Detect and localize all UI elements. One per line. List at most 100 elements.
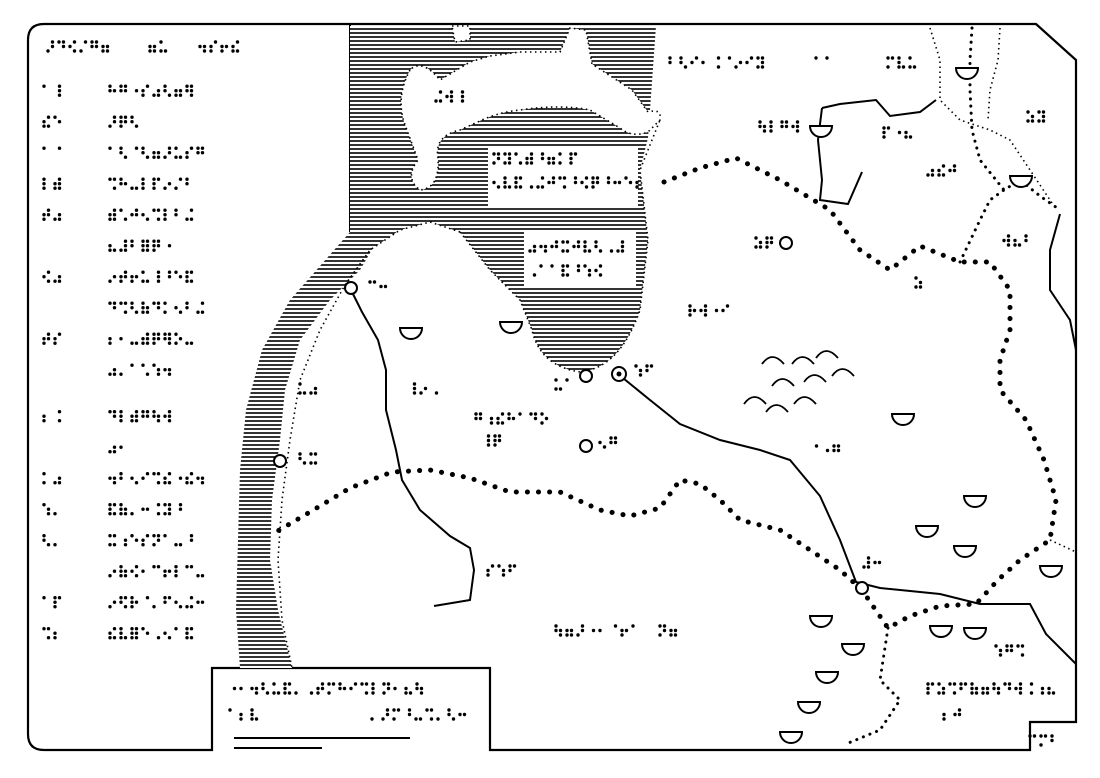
braille-dot xyxy=(152,248,156,252)
braille-dot xyxy=(174,270,178,274)
braille-dot xyxy=(156,279,161,283)
braille-dot xyxy=(532,244,537,249)
braille-dot xyxy=(167,151,172,155)
braille-dot xyxy=(152,239,156,243)
braille-dot xyxy=(231,49,235,53)
braille-dot xyxy=(163,534,167,538)
braille-dot xyxy=(994,644,998,648)
braille-dot xyxy=(886,126,891,130)
braille-dot xyxy=(185,306,189,310)
braille-dot xyxy=(957,712,962,717)
braille-dot xyxy=(163,89,167,93)
braille-dot xyxy=(134,627,139,631)
braille-dot xyxy=(57,186,62,190)
braille-dot xyxy=(762,124,767,129)
braille-dot xyxy=(174,146,178,150)
braille-dot xyxy=(156,368,161,372)
braille-dot xyxy=(447,708,451,712)
braille-dot xyxy=(152,155,156,159)
braille-dot xyxy=(492,180,496,185)
braille-dot xyxy=(609,440,613,445)
braille-dot xyxy=(1006,243,1011,247)
braille-dot xyxy=(42,84,46,88)
braille-dot xyxy=(145,84,150,88)
braille-dot xyxy=(327,691,331,695)
braille-dot xyxy=(1018,691,1023,695)
braille-dot xyxy=(130,414,134,418)
braille-dot xyxy=(196,600,200,604)
braille-dot xyxy=(937,168,941,173)
braille-dot xyxy=(832,444,836,448)
braille-dot xyxy=(156,538,161,542)
border-east-thin xyxy=(929,27,1077,553)
braille-dot xyxy=(512,564,517,568)
braille-dot xyxy=(189,565,194,569)
braille-dot xyxy=(72,49,77,53)
braille-dot xyxy=(756,65,760,69)
braille-dot xyxy=(540,421,544,425)
braille-dot xyxy=(123,636,128,640)
braille-dot xyxy=(580,624,585,628)
braille-dot xyxy=(57,40,61,44)
braille-dot xyxy=(882,126,886,130)
braille-dot xyxy=(57,217,62,221)
braille-dot xyxy=(795,129,800,133)
braille-dot xyxy=(112,89,117,93)
braille-dot xyxy=(42,124,46,128)
braille-dot xyxy=(1017,243,1022,247)
braille-dot xyxy=(569,161,573,165)
braille-dot xyxy=(518,176,523,180)
river-2 xyxy=(617,373,1077,665)
braille-dot xyxy=(108,301,112,305)
braille-dot xyxy=(309,452,313,456)
braille-dot xyxy=(814,56,818,60)
braille-dot xyxy=(554,628,558,633)
braille-dot xyxy=(134,341,139,345)
braille-dot xyxy=(119,248,123,252)
braille-dot xyxy=(1040,691,1045,695)
braille-dot xyxy=(795,124,800,129)
braille-dot xyxy=(486,573,490,577)
braille-dot xyxy=(141,146,145,150)
braille-dot xyxy=(294,691,298,695)
braille-dot xyxy=(167,507,172,511)
braille-dot xyxy=(119,275,123,279)
braille-dot xyxy=(645,364,649,368)
braille-dot xyxy=(156,332,161,336)
braille-dot xyxy=(112,248,117,252)
braille-dot xyxy=(591,185,595,189)
braille-dot xyxy=(57,481,62,485)
braille-dot xyxy=(371,691,375,695)
braille-dot xyxy=(119,208,123,212)
braille-dot xyxy=(119,565,123,569)
braille-dot xyxy=(112,600,117,604)
braille-dot xyxy=(145,372,150,376)
braille-dot xyxy=(1051,691,1056,695)
braille-dot xyxy=(412,382,417,386)
braille-dot xyxy=(156,244,161,248)
braille-dot xyxy=(119,596,123,600)
braille-dot xyxy=(200,310,205,314)
braille-dot xyxy=(379,284,383,289)
braille-dot xyxy=(617,180,622,185)
braille-dot xyxy=(1029,691,1034,695)
braille-dot xyxy=(276,691,281,695)
braille-dot xyxy=(167,341,172,345)
braille-dot xyxy=(383,284,388,289)
braille-dot xyxy=(119,182,123,186)
braille-dot xyxy=(46,208,51,212)
braille-dot xyxy=(112,372,117,376)
braille-dot xyxy=(970,686,974,691)
braille-dot xyxy=(948,168,952,173)
braille-dot xyxy=(573,176,578,180)
braille-dot xyxy=(699,308,703,313)
braille-dot xyxy=(42,414,46,418)
braille-dot xyxy=(338,682,342,686)
braille-dot xyxy=(327,682,331,686)
braille-dot xyxy=(189,605,194,609)
braille-dot xyxy=(866,556,871,560)
braille-dot xyxy=(688,313,692,317)
braille-dot xyxy=(178,89,183,93)
braille-dot xyxy=(926,686,930,691)
braille-dot xyxy=(105,44,110,49)
